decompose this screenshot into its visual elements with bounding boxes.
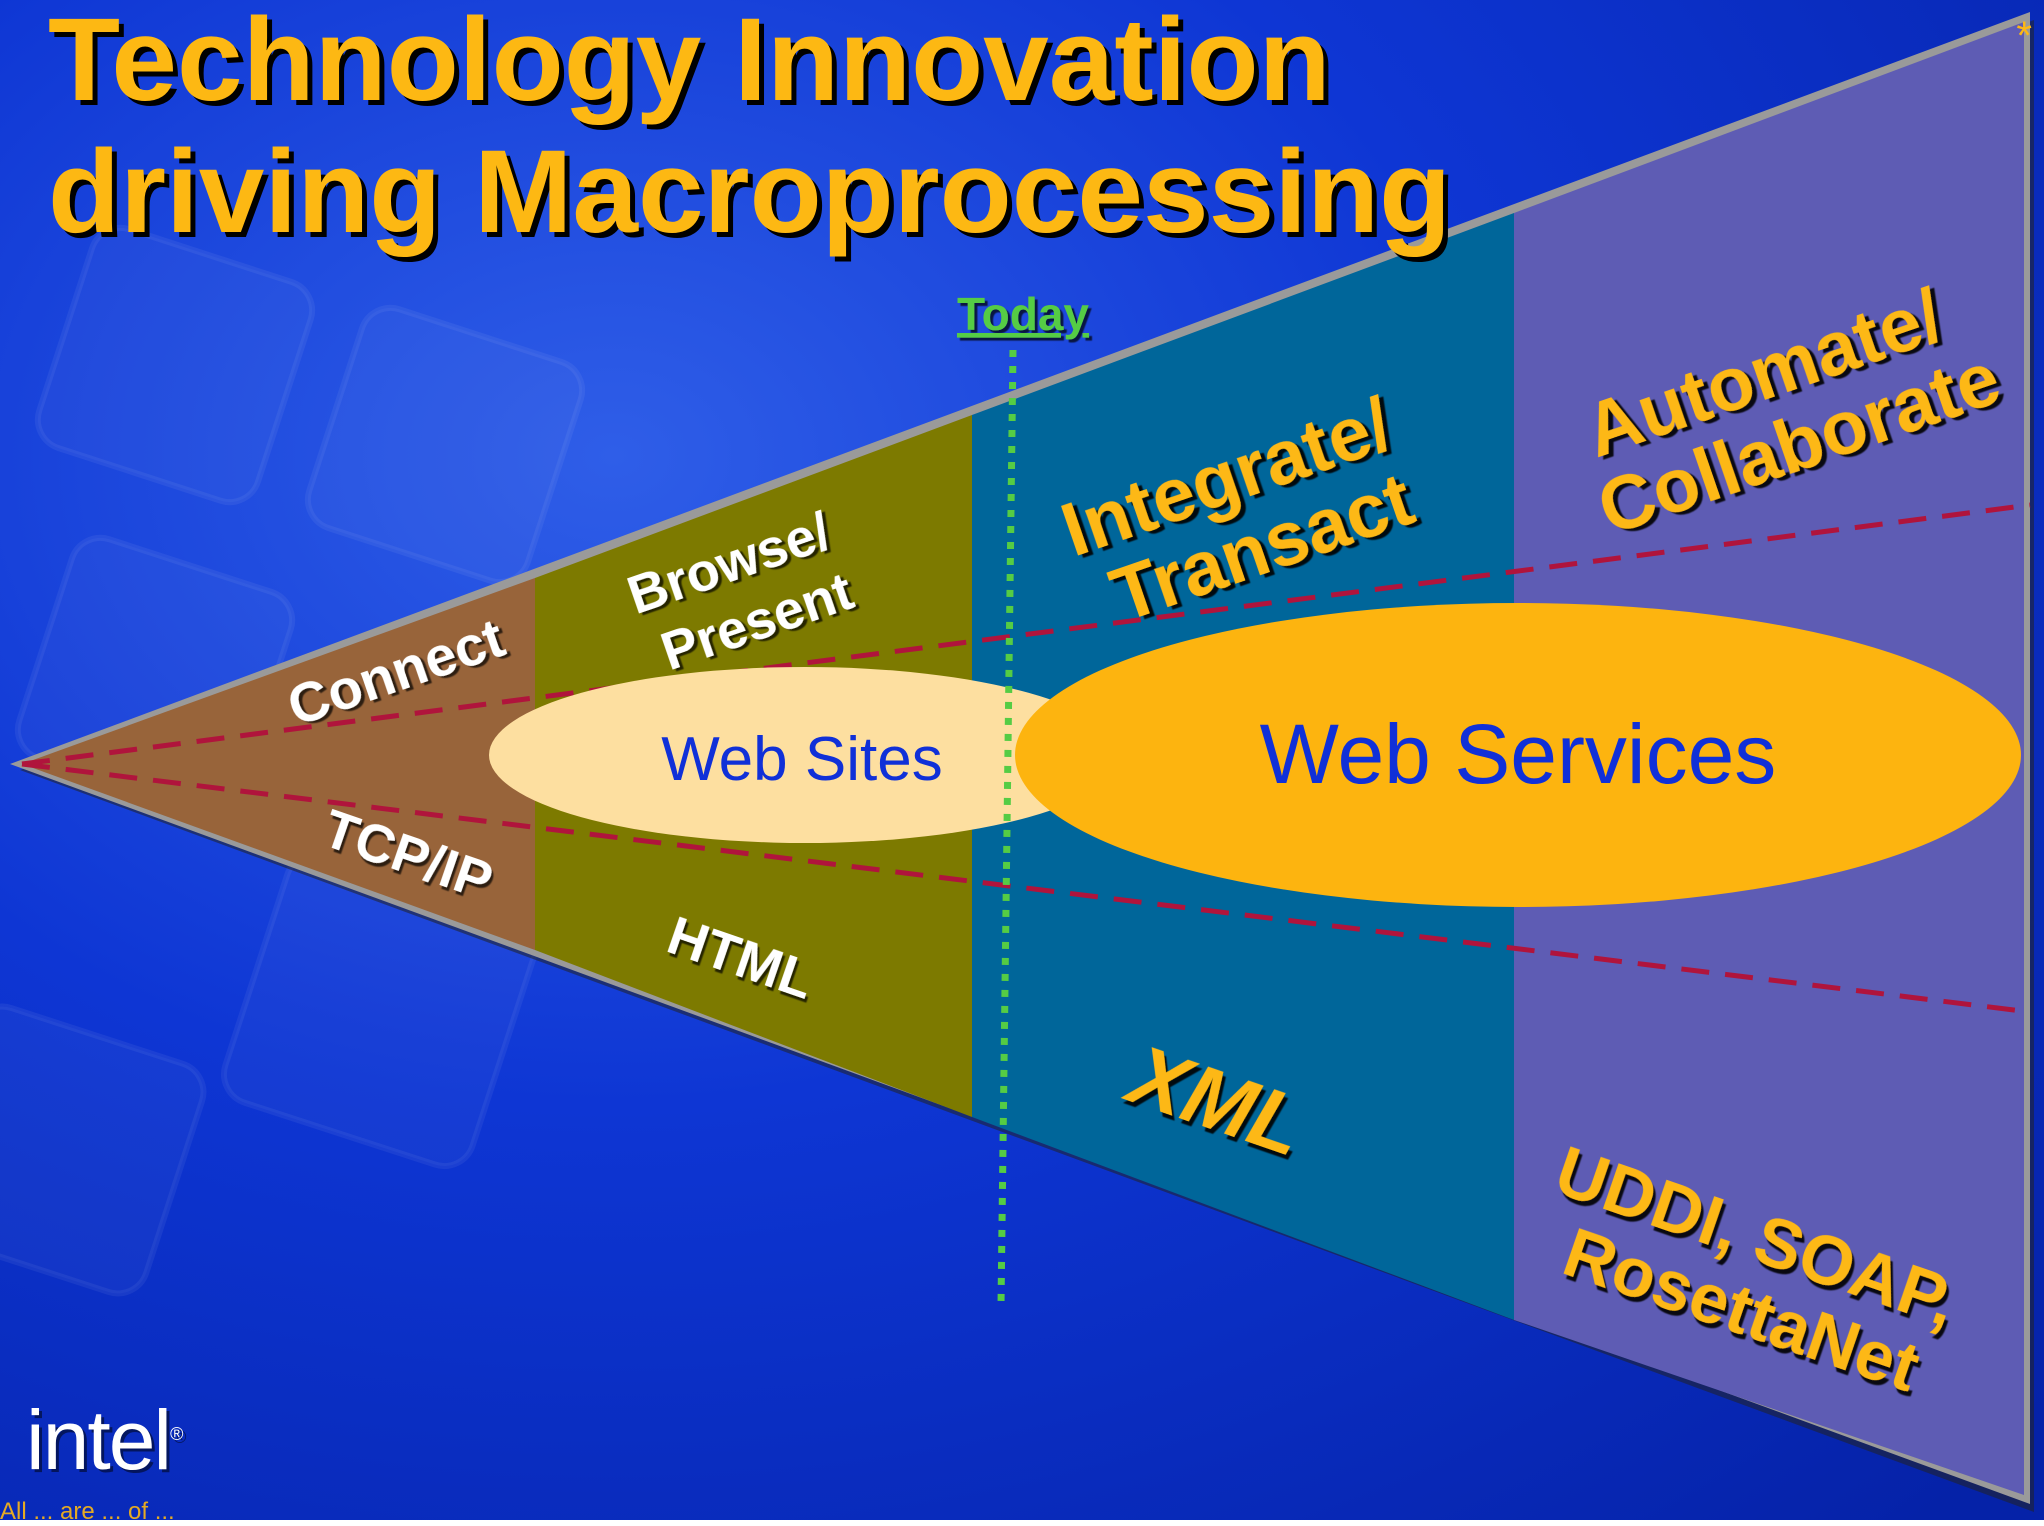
registered-mark: ® bbox=[170, 1424, 184, 1444]
title-line-1: Technology Innovation bbox=[48, 0, 1331, 126]
title-line-2: driving Macroprocessing bbox=[48, 126, 1452, 258]
dashed-line-upper bbox=[21, 502, 2031, 767]
intel-logo-text: intel bbox=[26, 1393, 172, 1487]
slide-title: Technology Innovation driving Macroproce… bbox=[48, 0, 1451, 258]
web-services-label: Web Services bbox=[1260, 707, 1777, 801]
today-label: Today bbox=[957, 288, 1089, 340]
dashed-line-lower bbox=[21, 761, 2031, 1015]
intel-logo: intel® bbox=[26, 1392, 183, 1489]
web-sites-oval bbox=[489, 667, 1121, 843]
footer-note: All ... are ... of ... bbox=[0, 1498, 175, 1525]
web-sites-label: Web Sites bbox=[661, 725, 942, 794]
corner-mark: * bbox=[2016, 14, 2032, 58]
stage-band-connect bbox=[22, 578, 535, 950]
web-services-oval bbox=[1015, 603, 2021, 907]
